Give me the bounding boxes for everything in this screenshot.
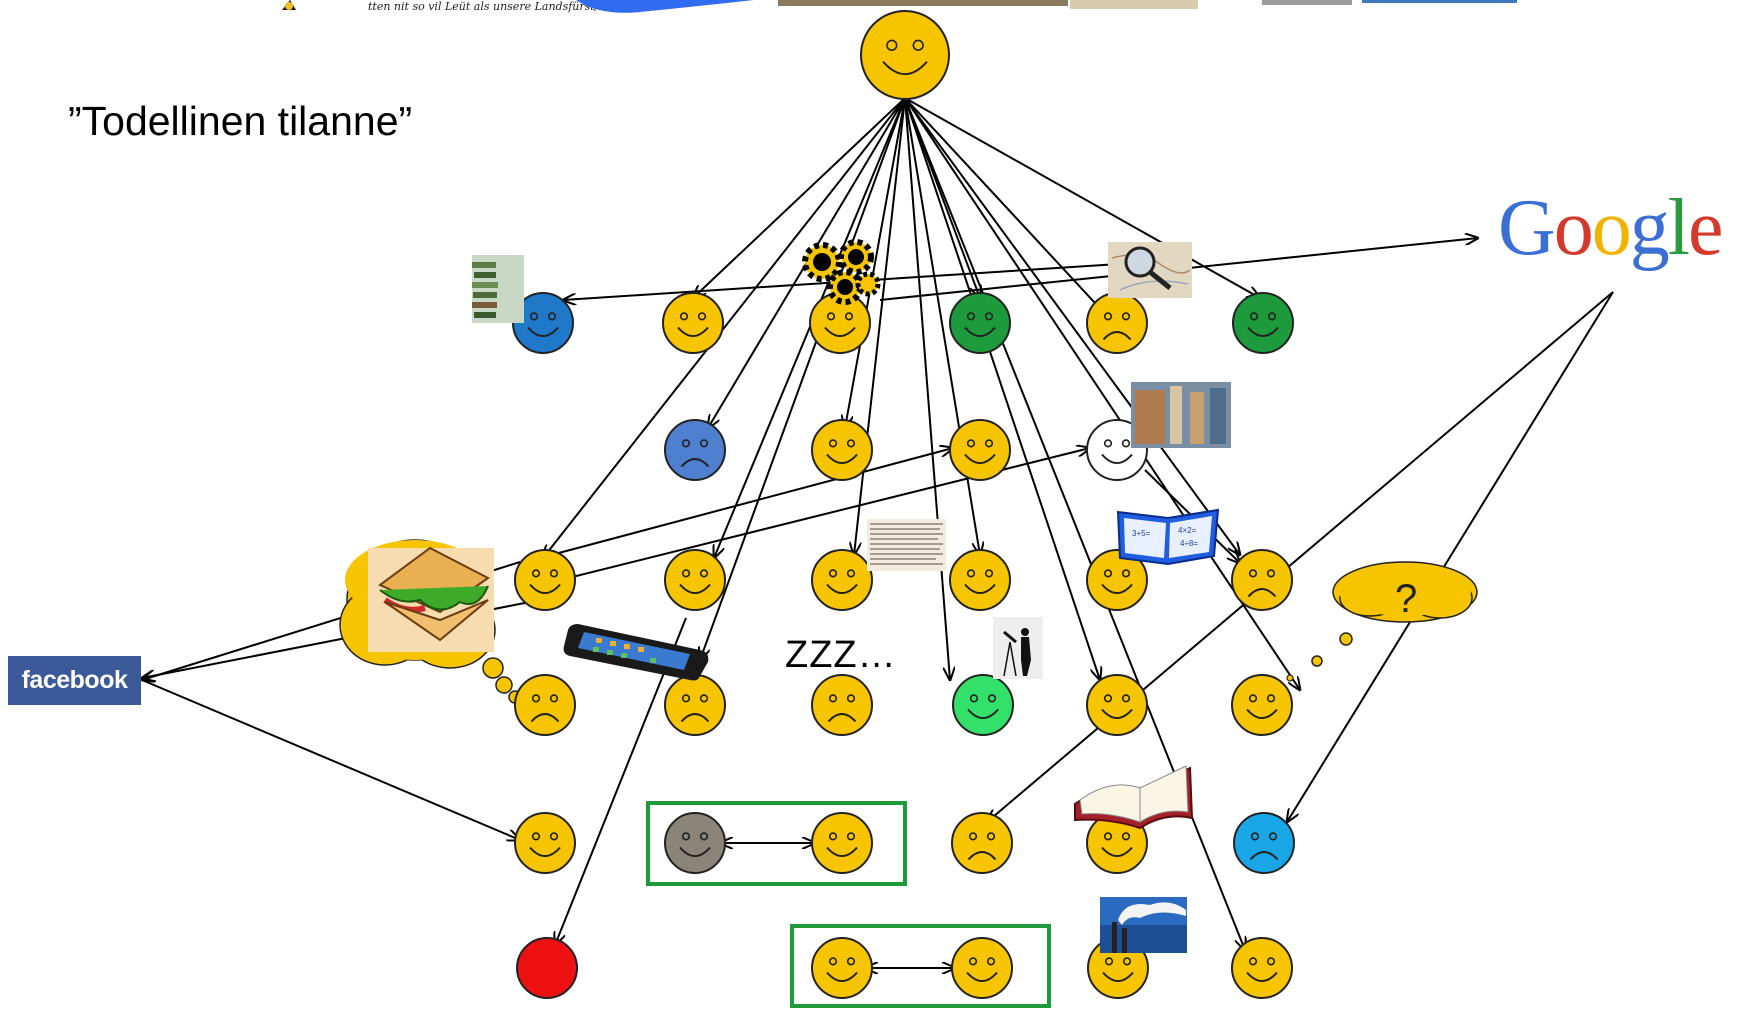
top-strip-images [282, 0, 1517, 13]
person-face [664, 812, 726, 874]
magnifier-map-icon [1108, 242, 1192, 298]
sandwich-thought-icon [368, 546, 494, 652]
photo-strip-2 [1262, 0, 1352, 5]
connection-arrow [1287, 291, 1614, 822]
money-gears-icon [802, 239, 881, 305]
person-face [1233, 812, 1295, 874]
books-photo-icon [472, 255, 524, 323]
connection-arrow [904, 97, 1260, 298]
faces-layer [512, 10, 1295, 999]
google-logo: Google [1498, 188, 1724, 268]
person-face [809, 292, 871, 354]
person-face [1231, 937, 1293, 999]
surveyor-silhouette-icon [993, 617, 1043, 679]
google-letter: o [1553, 184, 1594, 272]
person-face [662, 292, 724, 354]
open-book-icon [1074, 765, 1194, 830]
facebook-logo: facebook [8, 656, 141, 705]
google-letter: o [1591, 184, 1632, 272]
connection-arrow [141, 679, 520, 840]
blue-strip [1362, 0, 1517, 3]
pair-group-box-1 [646, 801, 907, 886]
person-face [514, 674, 576, 736]
page-title: ”Todellinen tilanne” [68, 98, 413, 144]
connection-arrow [554, 448, 953, 555]
person-face [811, 549, 873, 611]
factory-smoke-icon [1100, 897, 1187, 953]
person-face [664, 419, 726, 481]
connection-arrow [543, 97, 906, 558]
person-face [664, 549, 726, 611]
award-star-icon [282, 0, 296, 10]
connection-arrow [700, 97, 906, 660]
person-face [811, 674, 873, 736]
question-thought-cloud-icon [1286, 561, 1478, 682]
connection-arrow [987, 291, 1614, 822]
photo-strip-1 [778, 0, 1068, 6]
person-face [949, 292, 1011, 354]
person-face [811, 419, 873, 481]
person-face [514, 549, 576, 611]
person-face [516, 937, 578, 999]
math-book-icon: 3+5= 4×2= 4÷8= [1116, 508, 1220, 566]
person-face [811, 937, 873, 999]
person-face [949, 549, 1011, 611]
person-face [1231, 549, 1293, 611]
connection-arrow [845, 97, 906, 428]
person-face [664, 674, 726, 736]
person-face [1086, 674, 1148, 736]
root-face [860, 10, 950, 100]
google-letter: l [1667, 184, 1690, 272]
connection-arrow [693, 97, 906, 298]
svg-text:4÷8=: 4÷8= [1180, 539, 1198, 548]
connection-arrow [904, 97, 1120, 330]
person-face [512, 292, 574, 354]
svg-text:4×2=: 4×2= [1178, 526, 1197, 535]
question-mark-label: ? [1395, 577, 1417, 621]
old-manuscript-icon [867, 519, 946, 571]
map-strip [1070, 0, 1198, 9]
pair-group-box-2 [790, 924, 1051, 1008]
laboratory-photo-icon [1131, 382, 1231, 448]
person-face [1086, 549, 1148, 611]
person-face [949, 419, 1011, 481]
person-face [1232, 292, 1294, 354]
person-face [951, 937, 1013, 999]
google-letter: e [1688, 184, 1723, 272]
top-strip-manuscript-text: tten nit so vil Leüt als unsere Landsfür… [368, 0, 614, 13]
person-face [1086, 292, 1148, 354]
blue-shape-icon [576, 0, 754, 13]
smartphone-icon [563, 624, 709, 681]
svg-text:3+5=: 3+5= [1132, 529, 1151, 538]
person-face [951, 812, 1013, 874]
google-letter: G [1498, 184, 1556, 272]
connection-arrows [141, 97, 1614, 968]
connection-arrow [904, 97, 1100, 680]
person-face [952, 674, 1014, 736]
snore-label: ZZZ… [785, 634, 897, 676]
connection-arrow [854, 97, 906, 555]
connection-arrow [904, 97, 1240, 555]
connection-arrow [904, 97, 950, 680]
person-face [1231, 674, 1293, 736]
person-face [811, 812, 873, 874]
google-letter: g [1629, 184, 1670, 272]
person-face [514, 812, 576, 874]
